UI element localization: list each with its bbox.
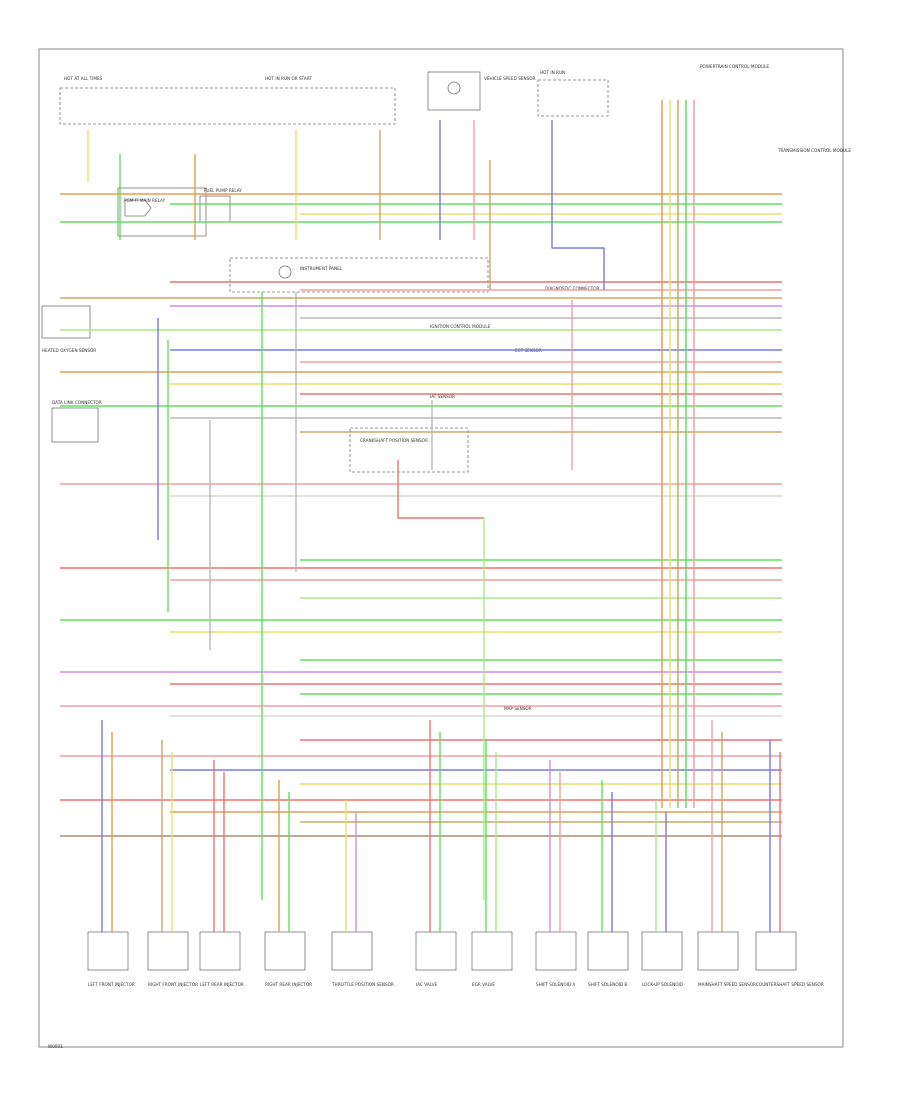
component-label-spd-2: COUNTERSHAFT SPEED SENSOR: [756, 982, 824, 987]
top-label-tcm: POWERTRAIN CONTROL MODULE: [700, 64, 769, 69]
crankshaft-sensor: CRANKSHAFT POSITION SENSOR: [349, 427, 469, 473]
mid-label-map: MAP SENSOR: [504, 706, 532, 711]
component-box-egr: [471, 931, 513, 971]
component-tps: THROTTLE POSITION SENSOR: [331, 931, 394, 987]
component-ckp: CRANKSHAFT POSITION SENSOR: [360, 438, 428, 443]
component-inj-2: RIGHT FRONT INJECTOR: [147, 931, 198, 987]
component-box-lockup: [641, 931, 683, 971]
component-box-spd-1: [697, 931, 739, 971]
component-label-sol-b: SHIFT SOLENOID B: [588, 982, 627, 987]
footer-code: W0001: [48, 1044, 63, 1049]
top-label-trans-cm: TRANSMISSION CONTROL MODULE: [777, 148, 851, 153]
mid-label-dlc: DIAGNOSTIC CONNECTOR: [545, 286, 600, 291]
main-relay: PGM-FI MAIN RELAY: [117, 187, 207, 237]
component-box-inj-4: [264, 931, 306, 971]
vertical-wire-14: [397, 460, 484, 519]
component-inj-3: LEFT REAR INJECTOR: [199, 931, 244, 987]
component-box-iac: [415, 931, 457, 971]
component-box-sol-b: [587, 931, 629, 971]
component-label-inj-2: RIGHT FRONT INJECTOR: [148, 982, 198, 987]
component-box-sol-a: [535, 931, 577, 971]
component-spd-1: MAINSHAFT SPEED SENSOR: [697, 931, 756, 987]
ignition-hot-block: HOT IN RUN: [537, 70, 609, 117]
top-fuse-block: HOT AT ALL TIMES HOT IN RUN OR START: [59, 76, 396, 125]
component-relay-2: FUEL PUMP RELAY: [204, 188, 242, 193]
diagram-frame: [38, 48, 844, 1048]
component-label-spd-1: MAINSHAFT SPEED SENSOR: [698, 982, 756, 987]
component-label-lockup: LOCK-UP SOLENOID: [642, 982, 683, 987]
data-link-connector: DATA LINK CONNECTOR: [51, 400, 102, 443]
component-sol-b: SHIFT SOLENOID B: [587, 931, 629, 987]
instrument-panel: INSTRUMENT PANEL: [229, 257, 489, 293]
wire-harness: [60, 100, 782, 932]
component-label-tps: THROTTLE POSITION SENSOR: [331, 982, 394, 987]
top-label-vss: VEHICLE SPEED SENSOR: [484, 76, 536, 81]
component-relay-1: PGM-FI MAIN RELAY: [124, 198, 166, 203]
oxygen-sensor: HEATED OXYGEN SENSOR: [41, 305, 96, 353]
component-label-sol-a: SHIFT SOLENOID A: [536, 982, 575, 987]
component-label-egr: EGR VALVE: [472, 982, 495, 987]
powertrain-control-module-top: POWERTRAIN CONTROL MODULE TRANSMISSION C…: [700, 64, 851, 153]
component-iac: IAC VALVE: [415, 931, 457, 987]
component-label-inj-1: LEFT FRONT INJECTOR: [88, 982, 135, 987]
component-label-inj-3: LEFT REAR INJECTOR: [200, 982, 244, 987]
component-box-inj-3: [199, 931, 241, 971]
component-box-spd-2: [755, 931, 797, 971]
component-instr: INSTRUMENT PANEL: [300, 266, 343, 271]
top-label-hot-run: HOT IN RUN OR START: [265, 76, 312, 81]
component-label-iac: IAC VALVE: [416, 982, 437, 987]
vehicle-speed-sensor: VEHICLE SPEED SENSOR: [427, 71, 536, 111]
component-spd-2: COUNTERSHAFT SPEED SENSOR: [755, 931, 824, 987]
component-box-tps: [331, 931, 373, 971]
top-label-ign-hot: HOT IN RUN: [540, 70, 565, 75]
component-data-link: DATA LINK CONNECTOR: [52, 400, 102, 405]
component-inj-4: RIGHT REAR INJECTOR: [264, 931, 312, 987]
component-sol-a: SHIFT SOLENOID A: [535, 931, 577, 987]
component-box-inj-2: [147, 931, 189, 971]
component-label-inj-4: RIGHT REAR INJECTOR: [265, 982, 312, 987]
mid-label-iat: IAT SENSOR: [430, 394, 455, 399]
top-label-hot-fuse: HOT AT ALL TIMES: [64, 76, 103, 81]
mid-label-icm: IGNITION CONTROL MODULE: [430, 324, 491, 329]
component-box-inj-1: [87, 931, 129, 971]
component-lockup: LOCK-UP SOLENOID: [641, 931, 683, 987]
component-egr: EGR VALVE: [471, 931, 513, 987]
vertical-wire-7: [551, 120, 605, 290]
component-o2: HEATED OXYGEN SENSOR: [42, 348, 96, 353]
component-inj-1: LEFT FRONT INJECTOR: [87, 931, 135, 987]
